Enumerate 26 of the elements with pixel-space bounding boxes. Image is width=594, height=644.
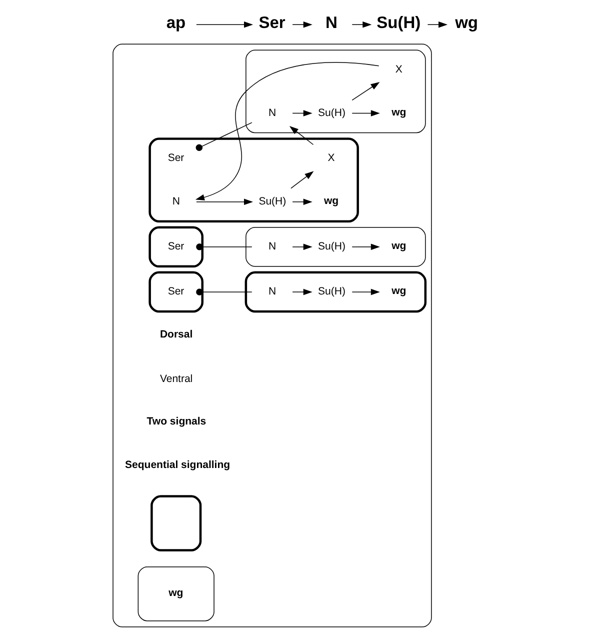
label: Ventral <box>160 372 193 385</box>
node-text: N <box>268 286 276 298</box>
node-text: Su(H) <box>318 286 346 298</box>
node-text: Su(H) <box>258 196 286 208</box>
node-text: N <box>268 107 276 120</box>
label: Sequential signalling <box>125 459 230 472</box>
node-text: N <box>326 13 338 32</box>
node-text: wg <box>455 13 478 32</box>
node-text: wg <box>392 106 406 118</box>
node-text: Ser <box>168 286 184 298</box>
node-text: wg <box>392 284 406 297</box>
node-text: Ser <box>168 152 184 164</box>
label: Dorsal <box>160 328 193 341</box>
node-text: Su(H) <box>318 107 346 120</box>
node-text: wg <box>392 240 406 252</box>
node-text: Su(H) <box>376 13 421 32</box>
node-text: N <box>172 196 180 208</box>
node-text: X <box>328 152 335 164</box>
node-text: X <box>395 63 402 76</box>
node-text: Ser <box>168 240 184 253</box>
node-text: Su(H) <box>318 240 346 253</box>
label: Two signals <box>146 416 206 428</box>
node-text: ap <box>166 13 186 32</box>
node-text: N <box>268 240 276 253</box>
node-text: wg <box>324 194 339 207</box>
node-text: Ser <box>258 13 286 32</box>
